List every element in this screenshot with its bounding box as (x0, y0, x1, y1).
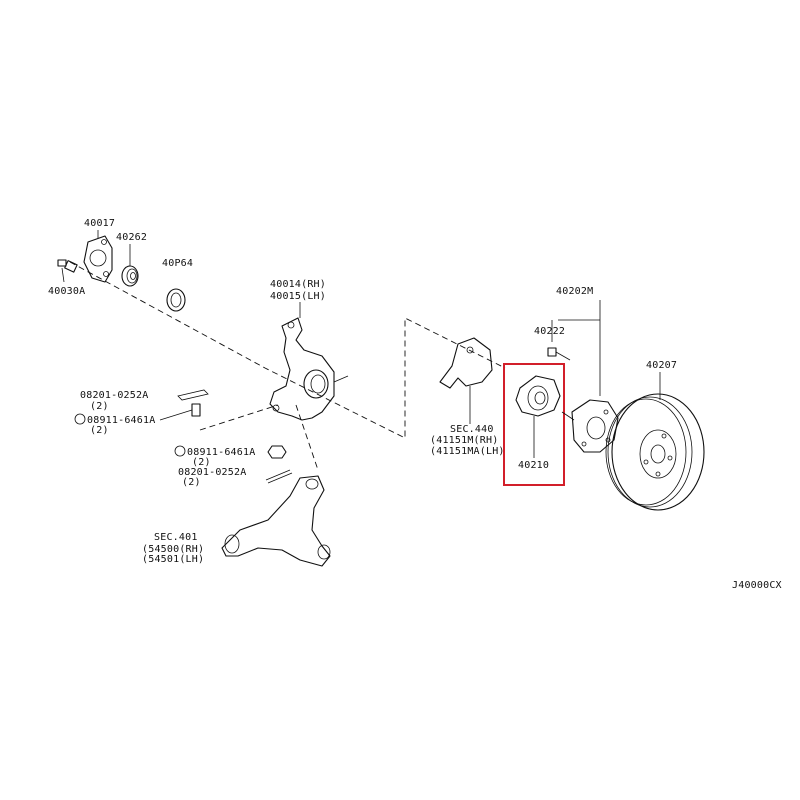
highlight-box (503, 363, 565, 486)
section-label-440: SEC.440 (450, 424, 494, 435)
section-label-401: SEC.401 (154, 532, 198, 543)
part-label-knuckle-lh: 40015(LH) (270, 291, 326, 302)
cover-plate-40017[interactable] (83, 235, 113, 283)
steering-knuckle[interactable] (269, 317, 349, 421)
part-label-40210: 40210 (518, 460, 549, 471)
part-label-40207: 40207 (646, 360, 677, 371)
wheel-hub-40202m[interactable] (561, 399, 619, 453)
part-label-pin-a-qty: (2) (90, 401, 109, 412)
diagram-code: J40000CX (732, 580, 782, 591)
hub-bearing-40210[interactable] (515, 375, 561, 417)
part-label-40222: 40222 (534, 326, 565, 337)
part-label-40017: 40017 (84, 218, 115, 229)
section-label-401-rh: (54500(RH) (142, 544, 204, 555)
part-label-pin-a: 08201-0252A (80, 390, 148, 401)
part-label-pin-b-qty: (2) (182, 477, 201, 488)
part-label-nut-a: 08911-6461A (87, 415, 155, 426)
part-label-40262: 40262 (116, 232, 147, 243)
section-label-440-lh: (41151MA(LH) (430, 446, 505, 457)
assembly-axis-lines (69, 261, 506, 471)
brake-rotor-40207[interactable] (605, 393, 705, 511)
cotter-pin-b[interactable] (265, 469, 293, 484)
brake-dust-shield[interactable] (439, 337, 493, 389)
hub-bolt-40222[interactable] (547, 347, 571, 361)
part-label-40030a: 40030A (48, 286, 85, 297)
lower-control-arm[interactable] (221, 475, 331, 567)
part-label-knuckle-rh: 40014(RH) (270, 279, 326, 290)
nut-b[interactable] (267, 445, 287, 459)
part-label-40p64: 40P64 (162, 258, 193, 269)
bolt-40030a[interactable] (57, 259, 78, 283)
part-label-nut-a-qty: (2) (90, 425, 109, 436)
part-label-40202m: 40202M (556, 286, 593, 297)
seal-40p64[interactable] (166, 288, 186, 312)
nut-a[interactable] (191, 403, 201, 417)
part-label-nut-b-qty: (2) (192, 457, 211, 468)
bearing-40262[interactable] (121, 265, 139, 287)
section-label-401-lh: (54501(LH) (142, 554, 204, 565)
section-label-440-rh: (41151M(RH) (430, 435, 498, 446)
part-label-nut-b: 08911-6461A (187, 447, 255, 458)
part-label-pin-b: 08201-0252A (178, 467, 246, 478)
cotter-pin-a[interactable] (177, 389, 209, 401)
